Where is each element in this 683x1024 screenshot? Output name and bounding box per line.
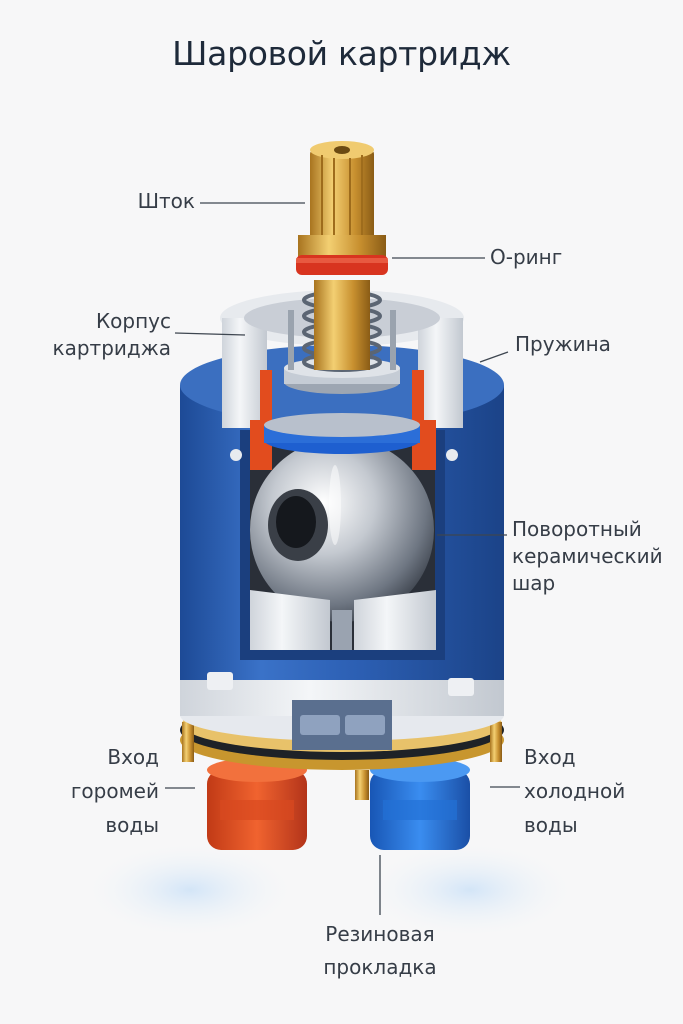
label-cold-line2: холодной [524, 779, 626, 803]
ball-seat [250, 590, 436, 650]
blue-ring [264, 413, 420, 454]
label-spring-text: Пружина [515, 332, 611, 356]
label-body-line1: Корпус [95, 309, 171, 333]
label-cold-line3: воды [524, 813, 578, 837]
label-cartridge-body: Корпус картриджа [53, 308, 171, 362]
hot-inlet [207, 758, 307, 850]
label-gasket-line1: Резиновая [325, 922, 435, 946]
label-body-line2: картриджа [52, 336, 171, 360]
label-hot-line2: горомей [70, 779, 159, 803]
label-cold-inlet: Вход холодной воды [524, 740, 625, 842]
label-hot-line3: воды [105, 813, 159, 837]
cold-water-splash [370, 845, 570, 935]
leader-lines [165, 202, 520, 915]
label-cold-line1: Вход [524, 745, 576, 769]
label-hot-inlet: Вход горомей воды [71, 740, 159, 842]
label-stem-text: Шток [137, 189, 195, 213]
label-ceramic-ball: Поворотный керамический шар [512, 516, 663, 597]
cold-inlet [370, 758, 470, 850]
label-hot-line1: Вход [107, 745, 159, 769]
hot-water-splash [90, 845, 290, 935]
label-ball-line1: Поворотный [512, 517, 642, 541]
label-o-ring: О-ринг [490, 244, 562, 271]
inner-seals [250, 370, 436, 470]
label-spring: Пружина [515, 331, 611, 358]
label-ball-line3: шар [512, 571, 556, 595]
diagram-title: Шаровой картридж [172, 34, 511, 73]
label-gasket-line2: прокладка [323, 955, 437, 979]
label-rubber-gasket: Резиновая прокладка [280, 918, 480, 984]
ceramic-ball [250, 438, 434, 622]
o-ring [296, 255, 388, 275]
label-o-ring-text: О-ринг [490, 245, 563, 269]
label-stem: Шток [138, 188, 195, 215]
brass-stem [298, 141, 386, 370]
label-ball-line2: керамический [512, 544, 663, 568]
